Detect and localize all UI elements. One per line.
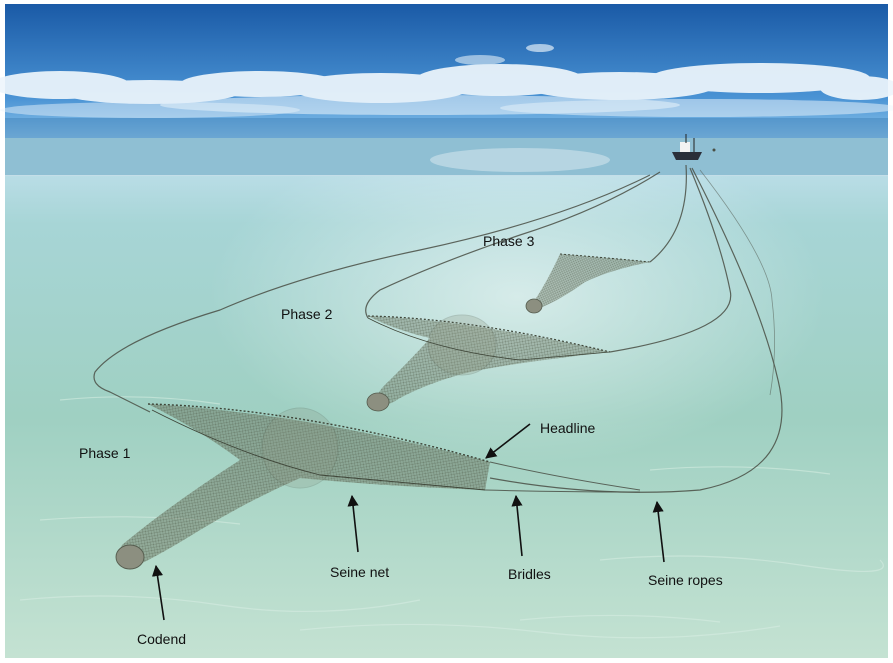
label-seine-ropes: Seine ropes [648,572,723,588]
label-headline: Headline [540,420,595,436]
label-phase-3: Phase 3 [483,233,534,249]
label-codend: Codend [137,631,186,647]
label-bridles: Bridles [508,566,551,582]
label-phase-1: Phase 1 [79,445,130,461]
underwater-light [5,176,888,658]
label-phase-2: Phase 2 [281,306,332,322]
label-seine-net: Seine net [330,564,389,580]
sky-haze [5,118,888,138]
sun-reflection [430,148,610,172]
